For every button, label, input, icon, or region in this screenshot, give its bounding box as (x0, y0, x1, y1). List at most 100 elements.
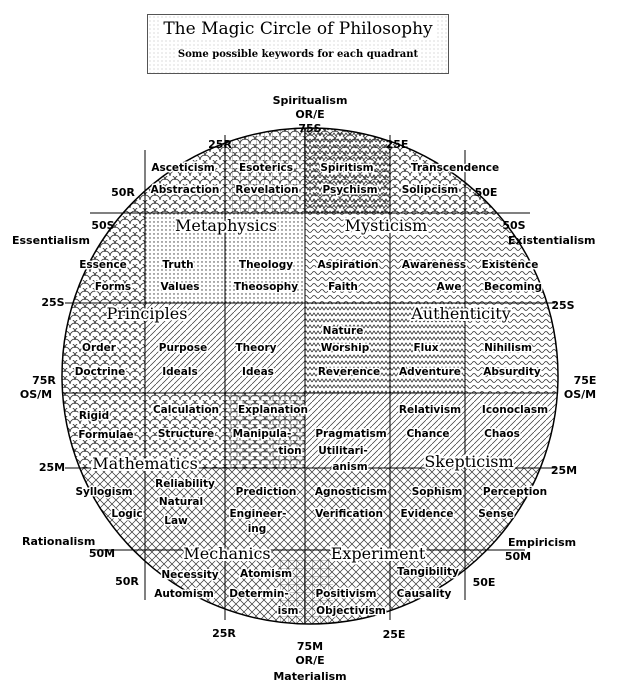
region-skepticism (305, 393, 558, 468)
pole-bottom-ore: OR/E (295, 654, 324, 667)
scale-right-25s: 25S (551, 299, 574, 312)
scale-right-50m: 50M (505, 550, 531, 563)
keyword-necessity: Necessity (161, 569, 218, 581)
keyword-revelation: Revelation (235, 184, 298, 196)
keyword-spiritism: Spiritism (320, 162, 373, 174)
scale-upper-50e: 50E (475, 186, 498, 199)
keyword-structure: Structure (158, 428, 214, 440)
pole-top-ore: OR/E (295, 108, 324, 121)
keyword-utilitari: Utilitari- (318, 445, 368, 457)
keyword-theology: Theology (239, 259, 293, 271)
keyword-flux: Flux (413, 342, 438, 354)
keyword-truth: Truth (162, 259, 193, 271)
keyword-calculation: Calculation (153, 404, 219, 416)
keyword-natural: Natural (159, 496, 203, 508)
keyword-chance: Chance (406, 428, 449, 440)
keyword-law: Law (164, 515, 188, 527)
keyword-transcendence: Transcendence (411, 162, 499, 174)
keyword-syllogism: Syllogism (75, 486, 132, 498)
scale-left-25m: 25M (39, 461, 65, 474)
circle-grid-lines (61, 127, 559, 625)
keyword-reverence: Reverence (318, 366, 380, 378)
scale-bottom-25e: 25E (383, 628, 406, 641)
keyword-tion: tion (278, 445, 301, 457)
keyword-positivism: Positivism (315, 588, 376, 600)
keyword-anism: anism (332, 461, 367, 473)
pole-right-75e: 75E (574, 374, 597, 387)
keyword-ideas: Ideas (242, 366, 274, 378)
quadrant-mechanics: Mechanics (183, 544, 270, 563)
quadrant-mathematics: Mathematics (92, 454, 198, 473)
quadrant-principles: Principles (107, 304, 188, 323)
keyword-sense: Sense (478, 508, 514, 520)
keyword-awe: Awe (437, 281, 462, 293)
keyword-aspiration: Aspiration (317, 259, 378, 271)
keyword-explanation: Explanation (238, 404, 308, 416)
keyword-purpose: Purpose (159, 342, 207, 354)
pole-spiritualism: Spiritualism (273, 94, 348, 107)
quadrant-experiment: Experiment (331, 544, 426, 563)
keyword-chaos: Chaos (484, 428, 520, 440)
keyword-forms: Forms (95, 281, 131, 293)
keyword-atomism: Atomism (240, 568, 292, 580)
keyword-doctrine: Doctrine (75, 366, 126, 378)
pole-bottom-75m: 75M (297, 640, 323, 653)
keyword-sophism: Sophism (412, 486, 463, 498)
region-authenticity (305, 303, 465, 393)
keyword-nature: Nature (323, 325, 364, 337)
scale-top-25r: 25R (208, 138, 232, 151)
region-spiritism (305, 128, 390, 213)
keyword-pragmatism: Pragmatism (315, 428, 386, 440)
keyword-formulae: Formulae (78, 429, 133, 441)
quadrant-authenticity: Authenticity (410, 304, 510, 323)
scale-right-25m: 25M (551, 464, 577, 477)
keyword-worship: Worship (321, 342, 370, 354)
keyword-values: Values (160, 281, 199, 293)
keyword-nihilism: Nihilism (484, 342, 532, 354)
scale-right-50s: 50S (502, 219, 525, 232)
keyword-manipula: Manipula- (233, 428, 292, 440)
keyword-ing: ing (248, 523, 267, 535)
keyword-objectivism: Objectivism (316, 605, 386, 617)
keyword-faith: Faith (328, 281, 358, 293)
keyword-tangibility: Tangibility (397, 566, 459, 578)
keyword-prediction: Prediction (236, 486, 297, 498)
keyword-determin: Determin- (229, 588, 289, 600)
pole-materialism: Materialism (273, 670, 346, 683)
keyword-absurdity: Absurdity (483, 366, 541, 378)
keyword-verification: Verification (315, 508, 383, 520)
keyword-theosophy: Theosophy (234, 281, 298, 293)
keyword-adventure: Adventure (399, 366, 461, 378)
pole-left-75r: 75R (32, 374, 56, 387)
pole-empiricism: Empiricism (508, 536, 576, 549)
keyword-rigid: Rigid (79, 410, 109, 422)
keyword-reliability: Reliability (155, 478, 215, 490)
scale-top-25e: 25E (386, 138, 409, 151)
scale-left-50s: 50S (91, 219, 114, 232)
pole-essentialism: Essentialism (12, 234, 90, 247)
keyword-engineer: Engineer- (229, 508, 286, 520)
keyword-causality: Causality (397, 588, 452, 600)
keyword-ism: ism (278, 605, 299, 617)
keyword-abstraction: Abstraction (151, 184, 220, 196)
scale-upper-50r: 50R (111, 186, 135, 199)
page-subtitle: Some possible keywords for each quadrant (148, 49, 448, 60)
quadrant-mysticism: Mysticism (345, 216, 428, 235)
scale-left-25s: 25S (41, 296, 64, 309)
keyword-awareness: Awareness (402, 259, 466, 271)
circle-regions (62, 128, 558, 624)
keyword-esoterics: Esoterics (239, 162, 293, 174)
pole-left-osm: OS/M (20, 388, 52, 401)
scale-lower-50e: 50E (473, 576, 496, 589)
keyword-logic: Logic (111, 508, 142, 520)
quadrant-metaphysics: Metaphysics (175, 216, 277, 235)
region-mysticism (305, 213, 465, 303)
keyword-becoming: Becoming (484, 281, 542, 293)
quadrant-skepticism: Skepticism (424, 452, 513, 471)
keyword-existence: Existence (482, 259, 539, 271)
scale-left-50m: 50M (89, 547, 115, 560)
keyword-essence: Essence (79, 259, 127, 271)
keyword-order: Order (82, 342, 117, 354)
keyword-evidence: Evidence (400, 508, 453, 520)
